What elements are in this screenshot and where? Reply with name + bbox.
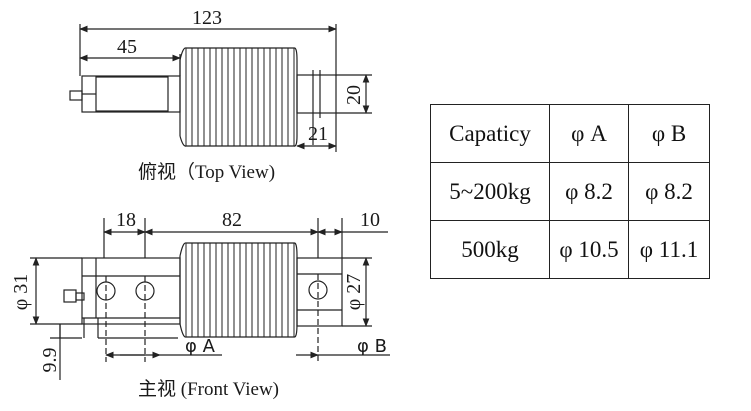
top-dim-left: 45 — [117, 36, 137, 58]
front-dim-left-gap: 18 — [116, 209, 136, 231]
table-header-row: Capaticy φ A φ B — [430, 104, 710, 163]
top-view-caption: 俯视（Top View) — [138, 161, 275, 183]
table-row: 500kg φ 10.5 φ 11.1 — [430, 220, 710, 279]
front-dim-hole-a: φ A — [185, 336, 216, 357]
front-dim-right-dia: φ 27 — [343, 274, 365, 311]
table-row: 5~200kg φ 8.2 φ 8.2 — [430, 162, 710, 221]
table-cell: φ 8.2 — [549, 162, 629, 221]
table-cell: φ 8.2 — [628, 162, 710, 221]
table-header-cell: φ A — [549, 104, 629, 163]
table-cell: φ 10.5 — [549, 220, 629, 279]
table-cell: 500kg — [430, 220, 550, 279]
top-dim-height: 20 — [343, 85, 365, 105]
top-view — [69, 24, 372, 152]
top-dim-overall: 123 — [192, 7, 222, 29]
table-cell: φ 11.1 — [628, 220, 710, 279]
front-dim-right-gap: 10 — [360, 209, 380, 231]
front-dim-hole-b: φ B — [357, 336, 387, 357]
top-dim-right: 21 — [308, 123, 328, 145]
table-header-cell: φ B — [628, 104, 710, 163]
table-cell: 5~200kg — [430, 162, 550, 221]
table-header-cell: Capaticy — [430, 104, 550, 163]
front-dim-bottom: 9.9 — [39, 348, 61, 373]
front-dim-middle: 82 — [222, 209, 242, 231]
front-dim-left-dia: φ 31 — [10, 274, 32, 311]
front-view — [30, 218, 390, 380]
front-view-caption: 主视 (Front View) — [138, 378, 279, 400]
spec-table: Capaticy φ A φ B 5~200kg φ 8.2 φ 8.2 500… — [430, 104, 710, 279]
